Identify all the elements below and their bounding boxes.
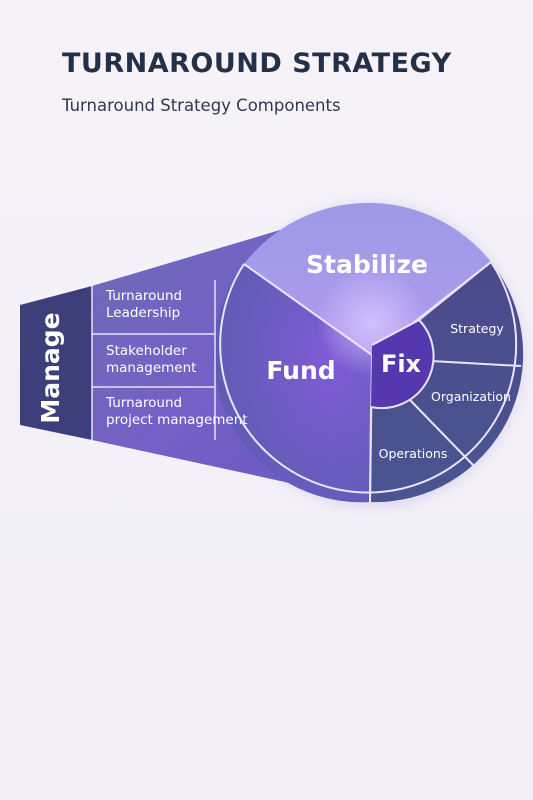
manage-label: Manage [36, 312, 65, 423]
svg-text:Turnaround Leadership: Turnaround Leadership [105, 288, 186, 321]
page-subtitle: Turnaround Strategy Components [62, 96, 341, 115]
fund-sector [213, 264, 372, 503]
fix-item-organization: Organization [431, 389, 511, 404]
fix-ring [370, 262, 524, 503]
manage-box [20, 305, 92, 425]
fix-hub [371, 320, 434, 409]
fund-label: Fund [266, 356, 335, 385]
manage-item-3-line2: project management [106, 412, 248, 428]
manage-item-3-line1: Turnaround [105, 395, 182, 411]
svg-text:Stakeholder management: Stakeholder management [106, 343, 196, 376]
manage-item-2-line2: management [106, 360, 196, 376]
manage-item-1-line1: Turnaround [105, 288, 182, 304]
fix-item-strategy: Strategy [450, 321, 504, 336]
manage-item-1-line2: Leadership [106, 305, 180, 321]
page-title: TURNAROUND STRATEGY [62, 48, 452, 79]
fix-label: Fix [381, 350, 422, 378]
manage-item-2-line1: Stakeholder [106, 343, 187, 359]
svg-text:Turnaround project managem: Turnaround project management [105, 395, 248, 428]
stabilize-label: Stabilize [306, 250, 428, 279]
fix-item-operations: Operations [379, 446, 448, 461]
